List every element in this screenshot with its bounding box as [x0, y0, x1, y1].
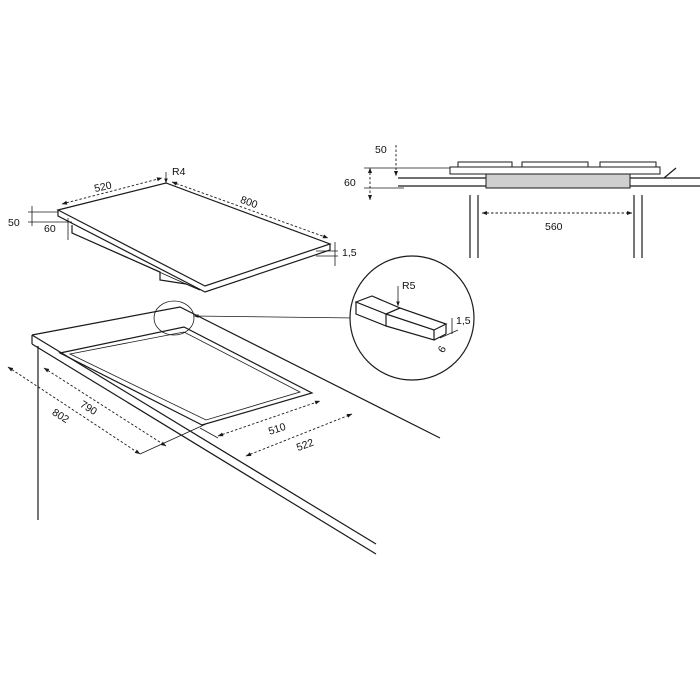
dim-802-line [7, 366, 141, 455]
pan-support-3 [599, 161, 657, 168]
label-802: 802 [50, 406, 71, 426]
detail-bubble [349, 255, 475, 381]
label-50: 50 [8, 217, 20, 229]
dim-522-line [245, 413, 353, 457]
worktop-front-lower [31, 343, 377, 555]
dim-802-ext [139, 423, 207, 455]
hob-body-side [485, 173, 631, 189]
dim-520-line [61, 177, 163, 205]
label-1-5: 1,5 [342, 247, 357, 259]
hob-perspective [28, 172, 338, 293]
label-side-50: 50 [375, 144, 387, 156]
corner-detail [349, 255, 475, 381]
side-view [364, 145, 700, 258]
worktop-back-edge [31, 306, 441, 439]
worktop-front-edge [31, 334, 377, 545]
label-800: 800 [239, 194, 260, 211]
dim-510-ext [199, 427, 219, 439]
label-522: 522 [295, 437, 316, 454]
hob-glass-edge [57, 210, 331, 293]
detail-6-tick [439, 329, 459, 339]
pan-support-1 [457, 161, 513, 168]
hob-frame-base [71, 232, 187, 285]
detail-left-face [355, 302, 387, 327]
label-520: 520 [93, 179, 113, 195]
worktop-cutout [7, 300, 441, 555]
side-leader [663, 167, 677, 179]
detail-rebate-edge [433, 333, 447, 341]
label-560: 560 [545, 221, 563, 233]
label-60: 60 [44, 223, 56, 235]
label-detail-1-5: 1,5 [456, 315, 471, 327]
dim-790-line [43, 367, 167, 447]
dim-800-line [171, 181, 329, 239]
pan-support-2 [521, 161, 589, 168]
hob-glass-side [449, 166, 661, 175]
label-r4: R4 [172, 166, 186, 178]
label-510: 510 [267, 421, 288, 438]
hob-frame [71, 225, 201, 291]
hob-top-surface [56, 182, 332, 287]
label-detail-6: 6 [436, 344, 449, 355]
detail-leader [193, 314, 357, 319]
label-r5: R5 [402, 280, 416, 292]
detail-circle [153, 300, 195, 336]
label-side-60: 60 [344, 177, 356, 189]
